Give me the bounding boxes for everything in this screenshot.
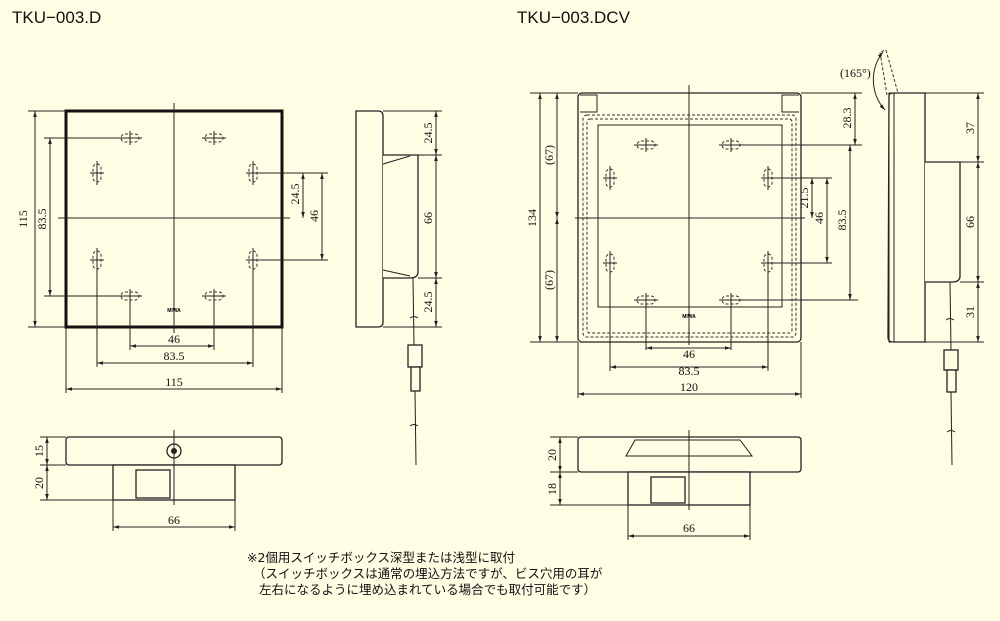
cover-angle-label: (165°) — [840, 66, 871, 80]
dim-right-28: 28.3 — [840, 108, 854, 129]
dim-left-83-h: 83.5 — [164, 349, 185, 363]
dim-right-83-v: 83.5 — [835, 210, 849, 231]
dim-left-24-v: 24.5 — [288, 184, 302, 205]
dim-right-side-37: 37 — [963, 122, 977, 134]
right-bottom-view: 20 18 66 — [545, 430, 802, 540]
connector-left — [407, 344, 423, 368]
dim-left-side-top: 24.5 — [421, 123, 435, 144]
dim-left-115-v: 115 — [16, 210, 30, 228]
dim-left-side-mid: 66 — [421, 212, 435, 224]
dim-left-115-h: 115 — [165, 375, 183, 389]
dim-right-bottom-20: 20 — [545, 449, 559, 461]
note-line-3: 左右になるように埋め込まれている場合でも取付可能です） — [259, 582, 597, 597]
logo-left: MIWA — [167, 308, 181, 314]
dim-right-side-66: 66 — [963, 216, 977, 228]
installation-note: ※2個用スイッチボックス深型または浅型に取付 （スイッチボックスは通常の埋込方法… — [247, 550, 602, 598]
dim-right-21: 21.5 — [797, 188, 811, 209]
left-side-view: 24.5 66 24.5 — [355, 110, 442, 466]
note-line-1: ※2個用スイッチボックス深型または浅型に取付 — [247, 550, 516, 565]
left-bottom-view: 15 20 66 — [32, 430, 283, 531]
dim-right-67-top: (67) — [542, 145, 556, 165]
dim-left-bottom-15: 15 — [32, 445, 46, 457]
dim-right-67-bottom: (67) — [542, 270, 556, 290]
right-front-view: MIWA 134 (67) (67) 28.3 83.5 46 21.5 46 … — [525, 85, 862, 398]
dim-right-134: 134 — [525, 209, 539, 227]
connector-right — [943, 349, 959, 371]
dim-right-120-h: 120 — [680, 380, 698, 394]
open-cover-outline — [879, 49, 899, 96]
dim-right-83-h: 83.5 — [679, 364, 700, 378]
dim-left-83-v: 83.5 — [35, 209, 49, 230]
dim-left-side-bottom: 24.5 — [421, 292, 435, 313]
note-line-2: （スイッチボックスは通常の埋込方法ですが、ビス穴用の耳が — [253, 566, 603, 581]
title-right-model: TKU−003.DCV — [517, 8, 631, 27]
dim-right-bottom-66: 66 — [683, 521, 695, 535]
dim-left-bottom-20: 20 — [32, 477, 46, 489]
dim-left-46-v: 46 — [307, 210, 321, 222]
dim-right-bottom-18: 18 — [545, 483, 559, 495]
dim-right-46-h: 46 — [683, 347, 695, 361]
logo-right: MIWA — [682, 314, 696, 320]
dim-left-bottom-66: 66 — [168, 513, 180, 527]
right-side-view: (165°) 37 66 31 — [840, 49, 984, 466]
dim-right-46-v: 46 — [812, 212, 826, 224]
left-front-view: MIWA 115 83.5 24.5 46 46 83.5 115 — [16, 103, 328, 393]
dim-left-46-h: 46 — [168, 332, 180, 346]
title-left-model: TKU−003.D — [12, 8, 101, 27]
dim-right-side-31: 31 — [963, 306, 977, 318]
